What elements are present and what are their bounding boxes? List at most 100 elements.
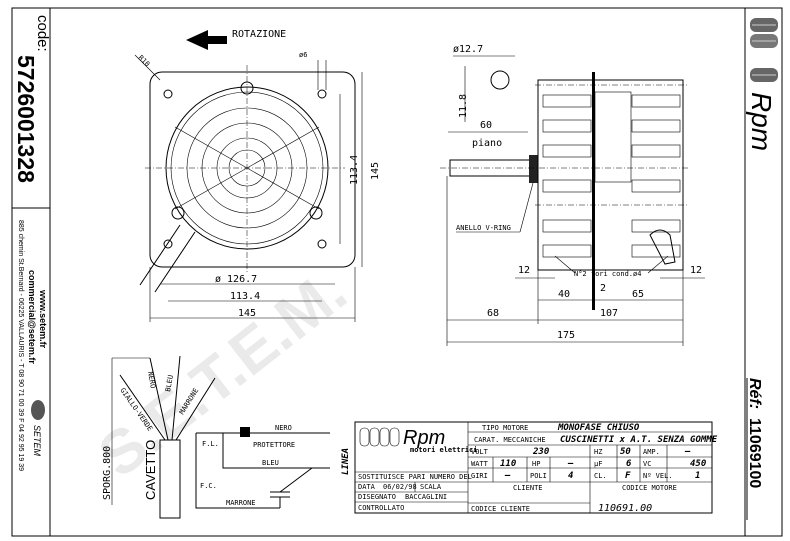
linea-label: LINEA xyxy=(341,448,351,475)
dim-40: 40 xyxy=(558,289,570,300)
dim-65: 65 xyxy=(632,289,644,300)
hz-label: HZ xyxy=(594,448,602,456)
disegnato-value: BACCAGLINI xyxy=(405,493,447,501)
volt-label: VOLT xyxy=(471,448,489,456)
cable xyxy=(159,439,181,519)
amp-label: AMP. xyxy=(643,448,660,456)
motor-body-side xyxy=(537,79,684,271)
dim-vertical-outer: 145 xyxy=(370,162,381,180)
cable-length-label: SPORG.800 xyxy=(102,446,113,500)
protector-symbol xyxy=(240,427,250,437)
address-text: 885 chemin St.Bernard - 06225 VALLAURIS … xyxy=(17,220,24,471)
volt-value: 230 xyxy=(532,447,550,457)
front-view: ROTAZIONE R10 ø6 113.4 145 ø 126.7 113.4… xyxy=(134,29,381,322)
nvel-label: Nº VEL. xyxy=(643,472,673,480)
codice-motore-value: 110691.00 xyxy=(598,503,652,514)
sheet-frame xyxy=(11,7,783,537)
nero-label: NERO xyxy=(275,424,292,432)
dim-175: 175 xyxy=(557,330,575,341)
rpm-logo-icon xyxy=(750,18,778,82)
rotation-arrow-icon xyxy=(186,30,227,50)
wire-label-nero: NERO xyxy=(146,371,157,389)
tipo-value: MONOFASE CHIUSO xyxy=(557,423,640,433)
shaft-length-label: 60 xyxy=(480,120,492,131)
setem-logo: SETEM xyxy=(31,400,45,457)
dim-2: 2 xyxy=(600,283,606,294)
ref-label: Réf: xyxy=(746,378,763,409)
hz-value: 50 xyxy=(620,447,631,457)
hp-value: — xyxy=(567,459,574,469)
disegnato-label: DISEGNATO xyxy=(358,493,396,501)
fl-label: F.L. xyxy=(202,440,219,448)
scala-label: SCALA xyxy=(420,483,442,491)
holes-label: N°2 fori cond.ø4 xyxy=(574,270,641,278)
data-value: 06/02/98 xyxy=(383,483,417,491)
rpm-title-logo-icon xyxy=(359,427,400,447)
dim-12-left: 12 xyxy=(518,265,530,276)
controllato-label: CONTROLLATO xyxy=(358,504,404,512)
code-value: 5726001328 xyxy=(13,55,39,183)
uf-value: 6 xyxy=(626,459,632,469)
title-brand: Rpm xyxy=(403,427,445,449)
poli-value: 4 xyxy=(568,471,573,481)
title-brand-sub: motori elettrici xyxy=(410,446,477,454)
sostituisce-label: SOSTITUISCE PARI NUMERO DEL xyxy=(358,473,472,481)
codice-motore-label: CODICE MOTORE xyxy=(622,484,677,492)
fc-label: F.C. xyxy=(200,482,217,490)
nvel-value: 1 xyxy=(695,471,700,481)
data-label: DATA xyxy=(358,483,376,491)
shaft-flat-text: piano xyxy=(472,138,502,149)
carat-value: CUSCINETTI x A.T. SENZA GOMME xyxy=(560,435,718,445)
poli-label: POLI xyxy=(530,472,547,480)
motor-body-outline xyxy=(165,86,329,250)
mounting-flange xyxy=(592,72,595,310)
website-link[interactable]: www.setem.fr xyxy=(38,289,48,349)
dim-horizontal-inner: 113.4 xyxy=(230,291,260,302)
code-label: code: xyxy=(34,15,51,52)
hp-label: HP xyxy=(532,460,540,468)
right-strip: Rpm Réf: 11069100 xyxy=(746,18,778,520)
dim-107: 107 xyxy=(600,308,618,319)
cl-label: CL. xyxy=(594,472,607,480)
side-view: ø12.7 11.8 60 piano ANELLO V-RING N°2 fo… xyxy=(440,44,705,346)
watt-label: WATT xyxy=(471,460,489,468)
dim-12-right: 12 xyxy=(690,265,702,276)
marrone-label: MARRONE xyxy=(226,499,256,507)
bleu-label: BLEU xyxy=(262,459,279,467)
shaft-section xyxy=(490,70,510,90)
email-link[interactable]: commercial@setem.fr xyxy=(27,270,37,364)
flange-plate xyxy=(149,71,356,268)
dim-diameter: ø 126.7 xyxy=(215,274,257,285)
cl-value: F xyxy=(625,471,631,481)
ref-value: 11069100 xyxy=(746,418,763,488)
radius-label: R10 xyxy=(137,54,152,69)
amp-value: — xyxy=(684,447,691,457)
codice-cliente-label: CODICE CLIENTE xyxy=(471,505,530,513)
dim-vertical-inner: 113.4 xyxy=(349,155,360,185)
dim-horizontal-outer: 145 xyxy=(238,308,256,319)
shaft-diameter-label: ø12.7 xyxy=(453,44,483,55)
giri-label: GIRI xyxy=(471,472,488,480)
uf-label: µF xyxy=(594,460,602,468)
hole-diameter-label: ø6 xyxy=(299,51,307,59)
rotation-label: ROTAZIONE xyxy=(232,29,286,40)
cable-exit xyxy=(139,224,196,293)
left-strip: code: 5726001328 www.setem.fr commercial… xyxy=(11,7,51,471)
watt-value: 110 xyxy=(500,459,517,469)
setem-logo-text: SETEM xyxy=(32,425,42,457)
title-block: Rpm motori elettrici TIPO MOTORE MONOFAS… xyxy=(354,421,718,514)
rpm-brand: Rpm xyxy=(746,92,777,151)
vc-value: 450 xyxy=(690,459,707,469)
code-box xyxy=(11,7,51,209)
wire-label-bleu: BLEU xyxy=(164,374,175,392)
cliente-label: CLIENTE xyxy=(513,484,543,492)
cable-gland xyxy=(649,229,676,265)
cable-label: CAVETTO xyxy=(143,440,158,500)
protector-label: PROTETTORE xyxy=(253,441,295,449)
dim-68: 68 xyxy=(487,308,499,319)
giri-value: — xyxy=(504,471,511,481)
vring-label: ANELLO V-RING xyxy=(456,224,511,232)
tipo-label: TIPO MOTORE xyxy=(482,424,528,432)
vc-label: VC xyxy=(643,460,651,468)
